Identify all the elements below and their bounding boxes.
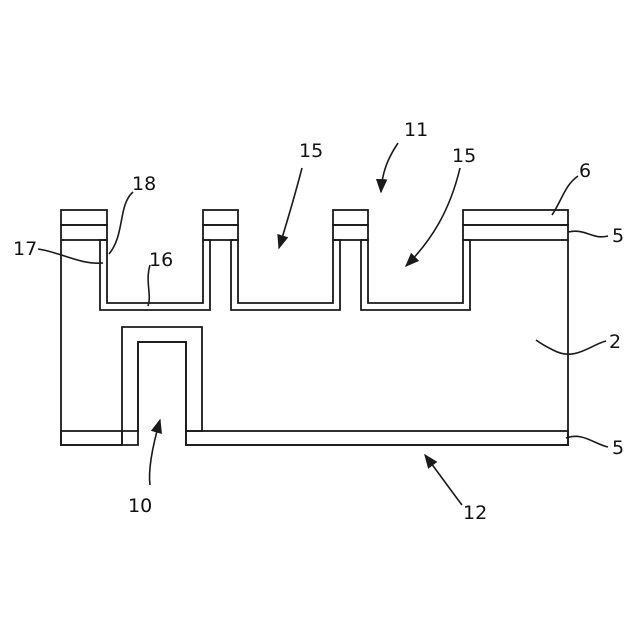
numeral-15b: 15 [452, 145, 476, 167]
leader-10 [149, 420, 160, 485]
top-layer-5-mid2 [333, 225, 368, 240]
numeral-6: 6 [579, 160, 591, 182]
leader-15a [279, 168, 302, 248]
mask-6-mid1 [203, 210, 238, 225]
cavity-liner-3 [361, 240, 470, 310]
numeral-16: 16 [149, 249, 173, 271]
leader-12 [425, 455, 462, 505]
leader-5-top [568, 231, 608, 237]
numeral-18: 18 [132, 173, 156, 195]
numeral-15a: 15 [299, 140, 323, 162]
mask-6-mid2 [333, 210, 368, 225]
numeral-10: 10 [128, 495, 152, 517]
numeral-5-top: 5 [612, 225, 624, 247]
leader-18 [109, 192, 133, 254]
numeral-11: 11 [404, 119, 428, 141]
mask-6-left [61, 210, 107, 225]
leader-11 [381, 143, 398, 192]
numeral-12: 12 [463, 502, 487, 524]
numeral-17: 17 [13, 238, 37, 260]
leader-16 [148, 265, 150, 306]
leader-15b [406, 168, 460, 266]
leader-5-bottom [566, 436, 608, 447]
top-layer-5-left [61, 225, 107, 240]
numeral-2: 2 [609, 331, 621, 353]
mask-6-right [463, 210, 568, 225]
top-layer-5-right [463, 225, 568, 240]
substrate-body [61, 240, 568, 445]
top-layer-5-mid1 [203, 225, 238, 240]
cavity-liner-2 [231, 240, 340, 310]
numeral-5-bottom: 5 [612, 437, 624, 459]
